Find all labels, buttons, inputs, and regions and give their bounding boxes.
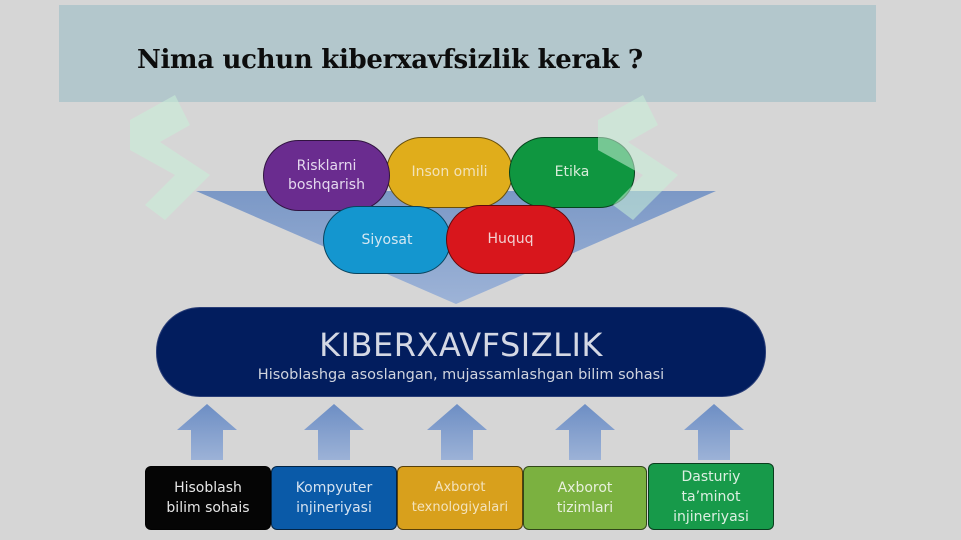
pill-risklarni-boshqarish: Risklarni boshqarish — [263, 140, 390, 211]
up-arrows — [177, 404, 744, 460]
up-arrow-2 — [304, 404, 364, 460]
pill-label: Inson omili — [411, 164, 488, 180]
box-kompyuter-injineriyasi: Kompyuter injineriyasi — [271, 466, 397, 530]
pill-label: Huquq — [487, 231, 534, 247]
pill-label: Risklarni boshqarish — [288, 157, 365, 193]
up-arrow-1 — [177, 404, 237, 460]
cybersecurity-title: KIBERXAVFSIZLIK — [319, 326, 603, 364]
box-label: Axborot texnologiyalari — [411, 480, 509, 515]
page-title: Nima uchun kiberxavfsizlik kerak ? — [137, 45, 643, 75]
up-arrow-3 — [427, 404, 487, 460]
pill-etika: Etika — [509, 137, 635, 208]
pill-inson-omili: Inson omili — [386, 137, 513, 208]
box-axborot-texnologiyalari: Axborot texnologiyalari — [397, 466, 523, 530]
box-hisoblash-bilim-sohasi: Hisoblash bilim sohais — [145, 466, 271, 530]
box-axborot-tizimlari: Axborot tizimlari — [523, 466, 647, 530]
pill-huquq: Huquq — [446, 205, 575, 274]
pill-label: Etika — [554, 164, 590, 180]
box-dasturiy-taminot-injineriyasi: Dasturiy ta’minot injineriyasi — [648, 463, 774, 530]
up-arrow-4 — [555, 404, 615, 460]
box-label: Dasturiy ta’minot injineriyasi — [673, 468, 749, 525]
pill-label: Siyosat — [361, 231, 413, 248]
cybersecurity-box: KIBERXAVFSIZLIK Hisoblashga asoslangan, … — [156, 307, 766, 397]
up-arrow-5 — [684, 404, 744, 460]
title-band: Nima uchun kiberxavfsizlik kerak ? — [59, 5, 876, 102]
cybersecurity-subtitle: Hisoblashga asoslangan, mujassamlashgan … — [257, 367, 665, 383]
box-label: Hisoblash bilim sohais — [166, 480, 250, 516]
pill-siyosat: Siyosat — [323, 206, 451, 274]
box-label: Kompyuter injineriyasi — [295, 480, 373, 516]
box-label: Axborot tizimlari — [556, 480, 614, 516]
